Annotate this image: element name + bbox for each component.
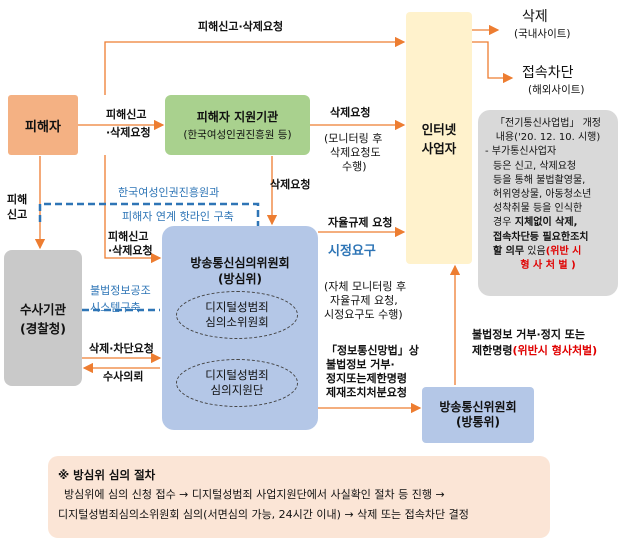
label-self-mon-l2: 자율규제 요청, (330, 294, 398, 307)
label-self-reg: 자율규제 요청 (328, 216, 393, 229)
sub-committee-ellipse: 디지털성범죄 심의소위원회 (176, 291, 298, 339)
label-delete-block-req: 삭제·차단요청 (89, 342, 154, 355)
label-vs-l1: 피해신고 (106, 108, 147, 121)
label-vs-l2: ·삭제요청 (106, 126, 151, 139)
arrow-isp-block (472, 41, 514, 84)
label-law-l3: 정지또는제한명령 (326, 372, 407, 385)
law-note-bold1: 지체없이 삭제, (511, 217, 578, 229)
label-order-l1: 불법정보 거부·정지 또는 (472, 328, 586, 341)
law-note-box: 「전기통신사업법」 개정 내용('20. 12. 10. 시행) - 부가통신사… (478, 110, 618, 296)
delete-sub: (국내사이트) (514, 28, 571, 40)
support-org-box: 피해자 지원기관 (한국여성인권진흥원 등) (165, 95, 310, 155)
investigation-l2: (경찰청) (20, 321, 66, 336)
kcsc-l2: (방심위) (217, 272, 263, 286)
law-note-line: 성착취물 등을 인식한 (493, 203, 583, 215)
label-vk-l2: ·삭제요청 (108, 244, 153, 257)
label-kwhrc-l2: 피해자 연계 핫라인 구축 (122, 210, 234, 223)
label-monitor-l2: 삭제요청도 (330, 146, 381, 159)
support-org-title: 피해자 지원기관 (196, 110, 279, 124)
isp-box: 인터넷 사업자 (406, 12, 472, 264)
label-correction: 시정요구 (328, 244, 376, 259)
label-illegal-l1: 불법정보공조 (90, 284, 151, 297)
sub1-l2: 심의소위원회 (205, 315, 269, 329)
dashed-hotline (38, 202, 260, 226)
law-note-date: 내용('20. 12. 10. 시행) (495, 132, 601, 144)
procedure-line2: 디지털성범죄심의소위원회 심의(서면심의 가능, 24시간 이내) → 삭제 또… (58, 508, 469, 521)
law-note-bold3: 할 의무 (493, 245, 525, 257)
victim-label: 피해자 (25, 119, 61, 135)
label-investigation-req: 수사의뢰 (103, 370, 144, 383)
label-order-l2-red: (위반시 형사처벌) (512, 344, 598, 357)
support-org-sub: (한국여성인권진흥원 등) (183, 129, 292, 141)
investigation-box: 수사기관 (경찰청) (4, 250, 82, 386)
kcc-l2: (방통위) (455, 415, 501, 429)
delete-title: 삭제 (522, 9, 548, 25)
block-sub: (해외사이트) (528, 84, 585, 96)
label-order-l2: 제한명령 (472, 344, 513, 357)
label-law-l2: 불법정보 거부· (326, 358, 395, 371)
sub1-l1: 디지털성범죄 (205, 300, 269, 314)
law-note-line: 경우 (493, 217, 512, 229)
isp-l2: 사업자 (421, 141, 457, 156)
label-monitor-l3: 수행) (342, 160, 367, 173)
victim-box: 피해자 (8, 95, 78, 155)
label-order-l2-wrap: 제한명령(위반시 형사처벌) (472, 344, 597, 358)
law-note-line: 등을 통해 불법촬영물, (493, 174, 586, 186)
sub2-l1: 디지털성범죄 (205, 368, 269, 382)
label-law-l1: 「정보통신망법」상 (326, 344, 419, 357)
law-note-red1: (위반 시 (545, 245, 582, 257)
law-note-line: 등은 신고, 삭제요청 (493, 160, 577, 172)
label-top-report: 피해신고·삭제요청 (198, 20, 284, 33)
law-note-body: - 부가통신사업자 등은 신고, 삭제요청 등을 통해 불법촬영물, 허위영상물… (485, 145, 611, 273)
label-monitor-l1: (모니터링 후 (324, 132, 383, 145)
isp-l1: 인터넷 (421, 122, 457, 137)
support-unit-ellipse: 디지털성범죄 심의지원단 (176, 359, 298, 407)
kcsc-l1: 방송통신심의위원회 (190, 256, 290, 270)
law-note-tail: 있음 (524, 245, 546, 257)
law-note-title: 「전기통신사업법」 개정 (495, 118, 601, 129)
law-note-bold2: 접속차단등 필요한조치 (493, 231, 589, 243)
label-self-mon-l3: 시정요구도 수행) (324, 308, 403, 321)
label-law-l4: 제재조치처분요청 (326, 386, 407, 399)
law-note-line: 허위영상물, 아동청소년 (493, 189, 592, 201)
investigation-l1: 수사기관 (19, 302, 66, 317)
law-note-red2: 형 사 처 벌 ) (520, 260, 576, 272)
label-kwhrc-l1: 한국여성인권진흥원과 (118, 186, 220, 199)
procedure-line1: 방심위에 심의 신청 접수 → 디지털성범죄 사업지원단에서 사실확인 절차 등… (64, 488, 445, 501)
label-vk-l1: 피해신고 (108, 230, 149, 243)
procedure-box: ※ 방심위 심의 절차 방심위에 심의 신청 접수 → 디지털성범죄 사업지원단… (48, 456, 550, 538)
sub2-l2: 심의지원단 (210, 383, 264, 397)
procedure-title: ※ 방심위 심의 절차 (58, 468, 156, 482)
label-victim-police-l2: 신고 (7, 208, 28, 221)
label-illegal-l2: 시스템구축 (90, 301, 141, 314)
label-support-delete: 삭제요청 (330, 106, 371, 119)
block-title: 접속차단 (522, 65, 574, 81)
label-victim-police-l1: 피해 (7, 193, 28, 206)
arrow-victim-isp (104, 36, 406, 95)
kcc-box: 방송통신위원회 (방통위) (422, 387, 534, 443)
kcc-l1: 방송통신위원회 (439, 400, 517, 414)
label-self-mon-l1: (자체 모니터링 후 (324, 280, 407, 293)
label-support-kcsc-delete: 삭제요청 (270, 178, 311, 191)
law-note-line: - 부가통신사업자 (485, 146, 557, 158)
arrow-victim-kcsc (104, 155, 162, 264)
